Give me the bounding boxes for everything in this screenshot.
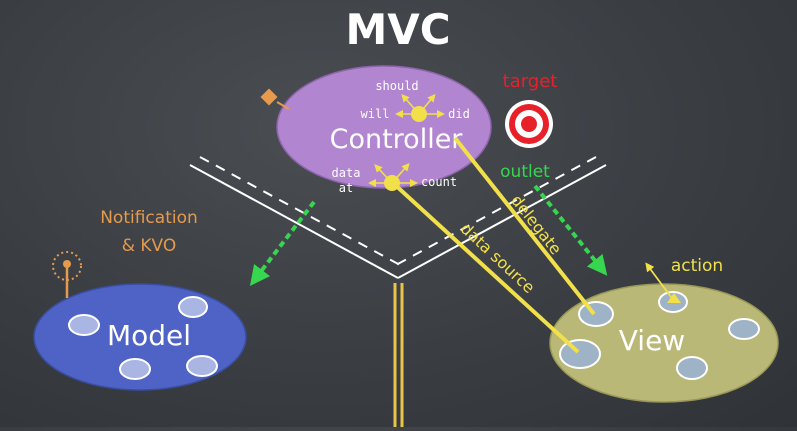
outlet-arrow xyxy=(533,184,608,276)
broadcast-antenna-icon xyxy=(52,251,82,298)
verb-at: at xyxy=(339,181,353,195)
controller-label: Controller xyxy=(330,124,464,155)
view-label: View xyxy=(619,324,685,357)
controller-ellipse[interactable] xyxy=(276,65,492,189)
controller-bottom-hub xyxy=(368,163,418,191)
target-label: target xyxy=(503,71,558,92)
controller-to-model-arrow xyxy=(249,200,316,286)
diagram-title: MVC xyxy=(345,5,450,54)
verb-should: should xyxy=(375,79,418,93)
target-icon xyxy=(505,100,553,148)
delegate-line xyxy=(453,136,596,316)
separator-lines xyxy=(189,156,607,427)
controller-handle-icon xyxy=(260,88,290,110)
action-label: action xyxy=(671,256,723,276)
model-objects xyxy=(68,296,218,380)
data-source-line xyxy=(391,181,580,354)
delegate-label: delegate xyxy=(507,191,565,258)
model-label: Model xyxy=(107,319,191,352)
verb-data: data xyxy=(332,166,361,180)
action-arrow xyxy=(645,262,681,303)
kvo-label: & KVO xyxy=(122,236,177,256)
controller-top-hub xyxy=(395,93,445,122)
notification-label: Notification xyxy=(100,208,198,228)
verb-did: did xyxy=(448,107,470,121)
verb-will: will xyxy=(361,107,390,121)
outlet-label: outlet xyxy=(500,162,550,182)
verb-count: count xyxy=(421,175,457,189)
